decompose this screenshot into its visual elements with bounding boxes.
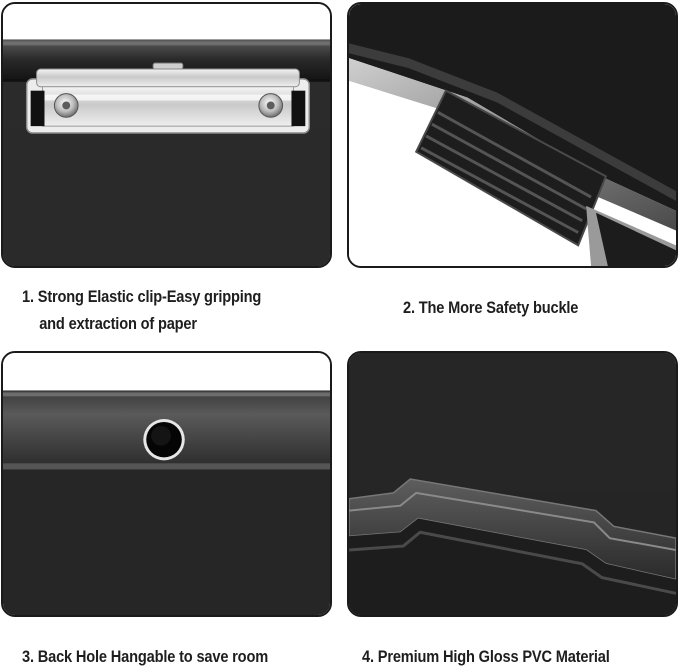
hang-hole-icon <box>143 418 185 461</box>
caption-clip: 1. Strong Elastic clip-Easy gripping and… <box>22 283 261 337</box>
caption-hole: 3. Back Hole Hangable to save room <box>22 647 269 666</box>
hole-photo <box>3 353 330 615</box>
safety-buckle-icon <box>414 89 676 266</box>
metal-clip-icon <box>25 62 310 134</box>
caption-buckle: 2. The More Safety buckle <box>403 298 579 317</box>
material-photo <box>349 353 676 615</box>
buckle-panel <box>347 2 678 268</box>
pvc-ledge-icon <box>349 478 676 615</box>
hole-panel <box>1 351 332 617</box>
caption-clip-line1: 1. Strong Elastic clip-Easy gripping <box>22 287 262 306</box>
material-panel <box>347 351 678 617</box>
buckle-photo <box>349 4 676 266</box>
caption-clip-line2: and extraction of paper <box>39 314 197 333</box>
clip-panel <box>1 2 332 268</box>
caption-material: 4. Premium High Gloss PVC Material <box>362 647 610 666</box>
clip-photo <box>3 4 330 266</box>
